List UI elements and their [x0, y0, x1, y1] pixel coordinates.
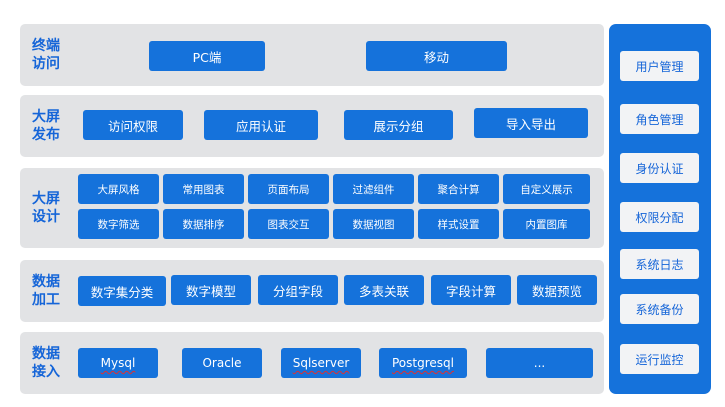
data-view-box[interactable]: 数据视图 — [333, 209, 414, 239]
screen-design-layer: 大屏设计 大屏风格 常用图表 页面布局 过滤组件 聚合计算 自定义展示 数字筛选… — [20, 168, 604, 248]
sidebar-item-system-backup[interactable]: 系统备份 — [620, 294, 699, 324]
field-calc-box[interactable]: 字段计算 — [431, 275, 511, 305]
data-sort-box[interactable]: 数据排序 — [163, 209, 244, 239]
mysql-source-box[interactable]: Mysql — [78, 348, 158, 378]
postgresql-label: Postgresql — [392, 356, 454, 370]
multi-table-join-box[interactable]: 多表关联 — [344, 275, 424, 305]
data-preview-box[interactable]: 数据预览 — [517, 275, 597, 305]
data-access-layer: 数据接入 Mysql Oracle Sqlserver Postgresql .… — [20, 332, 604, 394]
terminal-access-layer: 终端访问 PC端 移动 — [20, 24, 604, 86]
access-permission-box[interactable]: 访问权限 — [83, 110, 183, 140]
app-auth-box[interactable]: 应用认证 — [204, 110, 318, 140]
data-processing-layer: 数据加工 数字集分类 数字模型 分组字段 多表关联 字段计算 数据预览 — [20, 260, 604, 322]
pc-terminal-box[interactable]: PC端 — [149, 41, 265, 71]
screen-publish-layer: 大屏发布 访问权限 应用认证 展示分组 导入导出 — [20, 95, 604, 157]
import-export-box[interactable]: 导入导出 — [474, 108, 588, 138]
sidebar-item-identity-auth[interactable]: 身份认证 — [620, 153, 699, 183]
more-sources-label: ... — [533, 356, 546, 370]
layer-title-access: 数据接入 — [32, 346, 60, 380]
filter-component-box[interactable]: 过滤组件 — [333, 174, 414, 204]
sidebar-item-role-management[interactable]: 角色管理 — [620, 104, 699, 134]
display-group-box[interactable]: 展示分组 — [344, 110, 453, 140]
page-layout-box[interactable]: 页面布局 — [248, 174, 329, 204]
postgresql-source-box[interactable]: Postgresql — [379, 348, 467, 378]
custom-display-box[interactable]: 自定义展示 — [503, 174, 590, 204]
layer-title-design: 大屏设计 — [32, 191, 60, 225]
number-filter-box[interactable]: 数字筛选 — [78, 209, 159, 239]
layer-title-processing: 数据加工 — [32, 274, 60, 308]
mysql-label: Mysql — [100, 356, 136, 370]
oracle-label: Oracle — [202, 356, 242, 370]
oracle-source-box[interactable]: Oracle — [182, 348, 262, 378]
sidebar-item-user-management[interactable]: 用户管理 — [620, 51, 699, 81]
sidebar-item-permission-assign[interactable]: 权限分配 — [620, 202, 699, 232]
screen-style-box[interactable]: 大屏风格 — [78, 174, 159, 204]
mobile-terminal-box[interactable]: 移动 — [366, 41, 507, 71]
sidebar-item-run-monitor[interactable]: 运行监控 — [620, 344, 699, 374]
layer-title-publish: 大屏发布 — [32, 109, 60, 143]
aggregate-calc-box[interactable]: 聚合计算 — [418, 174, 499, 204]
style-settings-box[interactable]: 样式设置 — [418, 209, 499, 239]
group-field-box[interactable]: 分组字段 — [258, 275, 338, 305]
built-in-gallery-box[interactable]: 内置图库 — [503, 209, 590, 239]
dataset-category-box[interactable]: 数字集分类 — [78, 276, 166, 306]
more-sources-box[interactable]: ... — [486, 348, 593, 378]
layer-title-terminal: 终端访问 — [32, 38, 60, 72]
chart-interaction-box[interactable]: 图表交互 — [248, 209, 329, 239]
sqlserver-label: Sqlserver — [292, 356, 350, 370]
sidebar-item-system-log[interactable]: 系统日志 — [620, 249, 699, 279]
common-charts-box[interactable]: 常用图表 — [163, 174, 244, 204]
management-sidebar: 用户管理 角色管理 身份认证 权限分配 系统日志 系统备份 运行监控 — [609, 24, 711, 394]
sqlserver-source-box[interactable]: Sqlserver — [281, 348, 361, 378]
data-model-box[interactable]: 数字模型 — [171, 275, 251, 305]
